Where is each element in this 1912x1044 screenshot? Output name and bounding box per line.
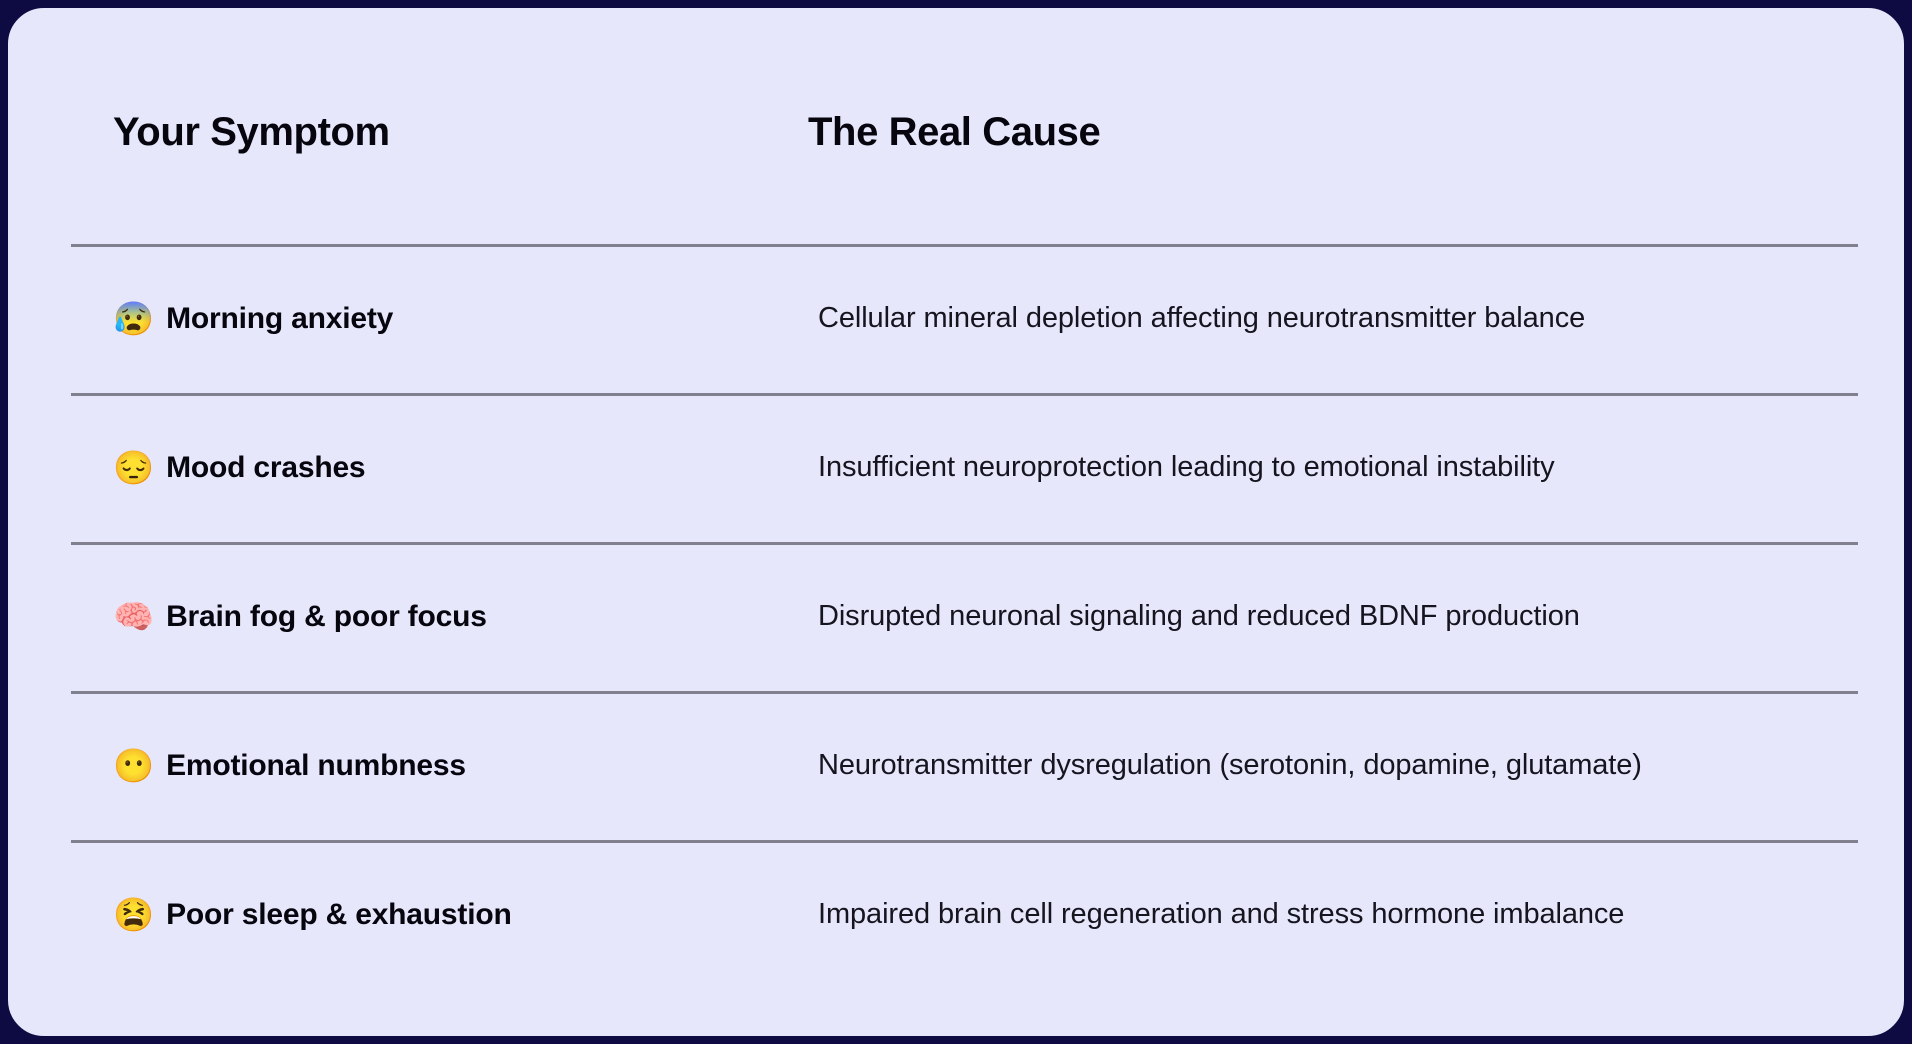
table-row-divider <box>71 691 1858 694</box>
table-row-divider <box>71 244 1858 247</box>
table-row: 🧠 Brain fog & poor focus Disrupted neurona… <box>8 542 1904 691</box>
column-header-the-real-cause: The Real Cause <box>808 110 1101 154</box>
symptom-label: Mood crashes <box>166 450 366 484</box>
cell-symptom: 😰 Morning anxiety <box>113 244 393 393</box>
cell-symptom: 😫 Poor sleep & exhaustion <box>113 840 512 989</box>
cell-cause: Disrupted neuronal signaling and reduced… <box>818 600 1580 632</box>
pensive-face-emoji: 😔 <box>113 449 155 486</box>
table-row-divider <box>71 840 1858 843</box>
cell-cause: Insufficient neuroprotection leading to … <box>818 451 1555 483</box>
table-row-divider <box>71 393 1858 396</box>
table-row-divider <box>71 542 1858 545</box>
symptom-label: Emotional numbness <box>166 748 466 782</box>
symptom-label: Brain fog & poor focus <box>166 599 487 633</box>
cell-cause: Impaired brain cell regeneration and str… <box>818 898 1625 930</box>
table-row: 😔 Mood crashes Insufficient neuroprotectio… <box>8 393 1904 542</box>
table-row: 😫 Poor sleep & exhaustion Impaired brain c… <box>8 840 1904 989</box>
face-without-mouth-emoji: 😶 <box>113 747 155 784</box>
table-row: 😰 Morning anxiety Cellular mineral depleti… <box>8 244 1904 393</box>
table-header-row: Your Symptom The Real Cause <box>8 104 1904 184</box>
symptom-label: Morning anxiety <box>166 301 394 335</box>
cell-symptom: 😔 Mood crashes <box>113 393 366 542</box>
cell-symptom: 😶 Emotional numbness <box>113 691 466 840</box>
tired-face-emoji: 😫 <box>113 896 155 933</box>
brain-emoji: 🧠 <box>113 598 155 635</box>
table-row: 😶 Emotional numbness Neurotransmitter dysr… <box>8 691 1904 840</box>
symptom-label: Poor sleep & exhaustion <box>166 897 512 931</box>
anxious-face-with-sweat-emoji: 😰 <box>113 300 155 337</box>
cell-symptom: 🧠 Brain fog & poor focus <box>113 542 487 691</box>
symptom-cause-table: Your Symptom The Real Cause 😰 Morning anx… <box>8 8 1904 1036</box>
cell-cause: Neurotransmitter dysregulation (serotoni… <box>818 749 1642 781</box>
column-header-your-symptom: Your Symptom <box>113 110 390 154</box>
cell-cause: Cellular mineral depletion affecting neu… <box>818 302 1586 334</box>
